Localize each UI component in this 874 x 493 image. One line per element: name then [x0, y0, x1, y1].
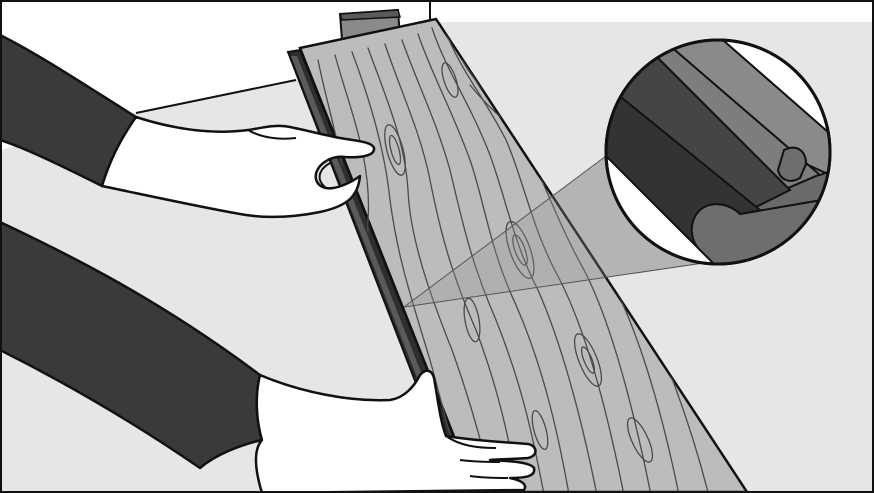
flooring-plank-illustration — [0, 0, 874, 493]
